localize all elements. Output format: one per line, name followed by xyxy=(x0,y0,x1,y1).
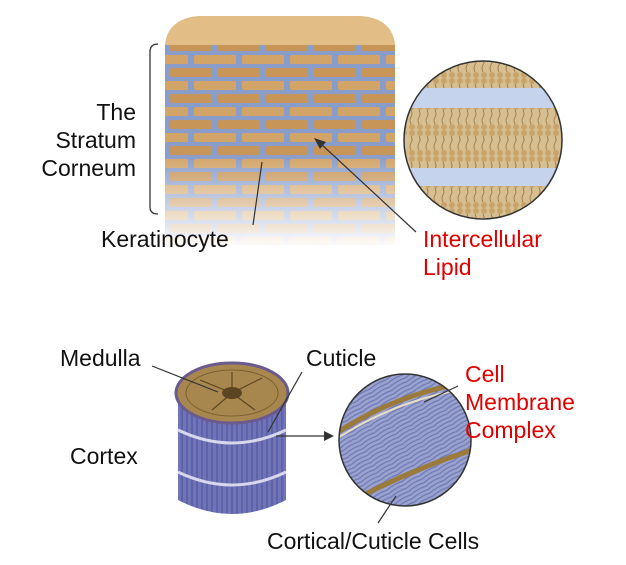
stratum-corneum-line-1: The xyxy=(96,99,136,125)
intercellular-lipid-label: Intercellular Lipid xyxy=(423,225,542,281)
stratum-corneum-line-3: Corneum xyxy=(41,155,136,182)
cell-membrane-complex-line-3: Complex xyxy=(465,417,556,444)
cortex-label: Cortex xyxy=(70,443,138,469)
cell-membrane-complex-label: Cell Membrane Complex xyxy=(465,360,575,444)
intercellular-lipid-pointer xyxy=(319,142,417,233)
stratum-corneum-line-2: Stratum xyxy=(55,127,136,154)
cell-membrane-complex-pointer xyxy=(423,385,459,403)
cuticle-label: Cuticle xyxy=(306,345,377,371)
hair-zoom-arrowhead xyxy=(324,431,334,441)
keratinocyte-pointer xyxy=(252,161,263,226)
intercellular-lipid-line-2: Lipid xyxy=(423,254,472,281)
stratum-corneum-label: The Stratum Corneum xyxy=(36,98,136,182)
hair-shaft-cylinder xyxy=(174,361,290,514)
cortex-fiber-zoom xyxy=(338,373,472,507)
medulla-label: Medulla xyxy=(60,345,141,371)
keratinocyte-label: Keratinocyte xyxy=(101,226,229,252)
medulla-pointer xyxy=(151,365,219,393)
cortical-cuticle-cells-pointer xyxy=(377,495,397,524)
stratum-corneum-cube xyxy=(165,16,395,245)
lipid-bilayer-zoom xyxy=(403,60,563,220)
intercellular-lipid-arrowhead xyxy=(314,138,326,149)
cuticle-pointer xyxy=(267,371,303,433)
stratum-corneum-bracket xyxy=(149,43,159,215)
intercellular-lipid-line-1: Intercellular xyxy=(423,226,542,252)
cell-membrane-complex-line-1: Cell xyxy=(465,361,505,387)
cortical-cuticle-cells-label: Cortical/Cuticle Cells xyxy=(267,528,480,554)
cell-membrane-complex-line-2: Membrane xyxy=(465,389,575,416)
